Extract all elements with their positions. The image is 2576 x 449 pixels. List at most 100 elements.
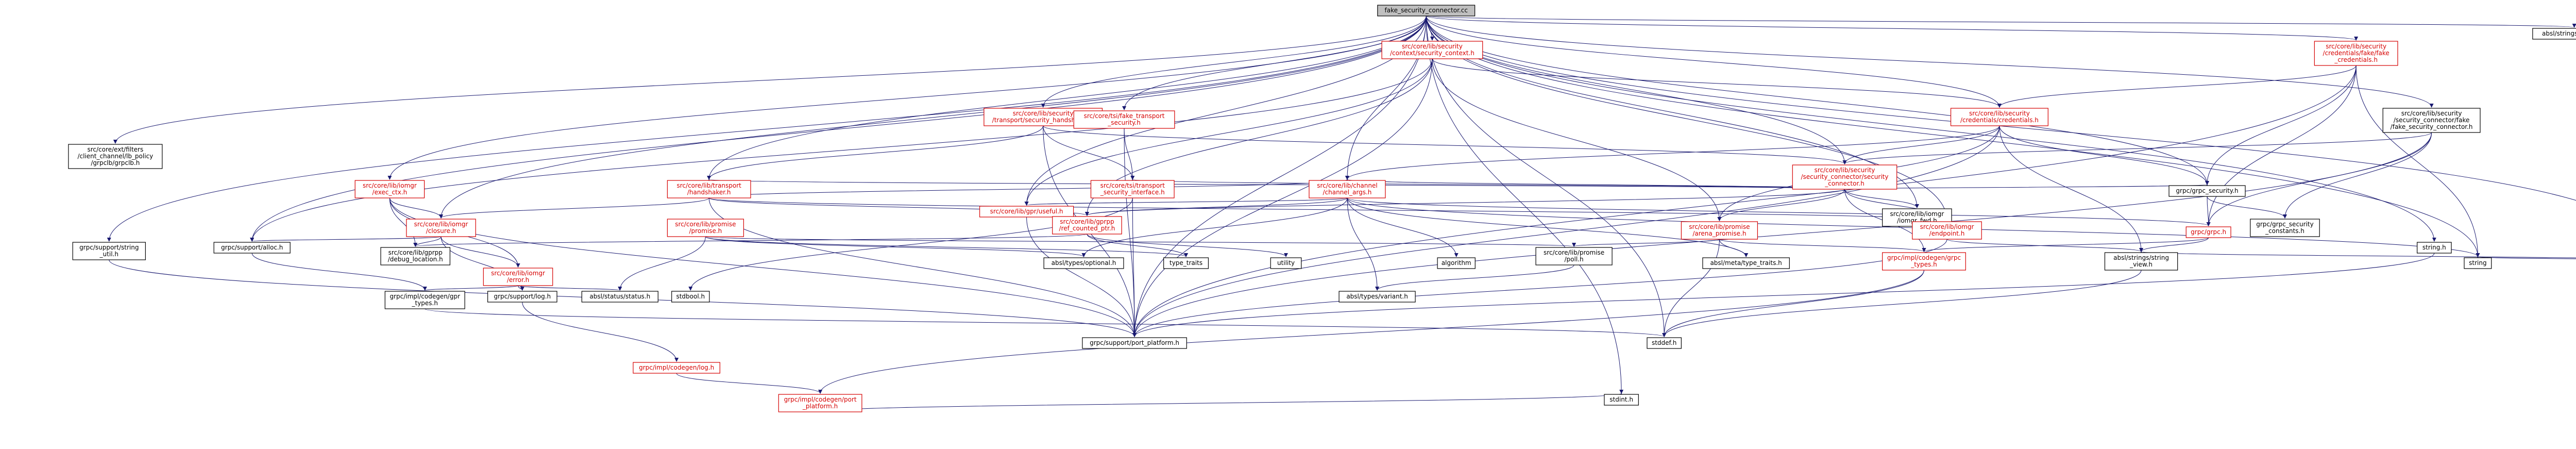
file-node-label: fake_security_connector.cc — [1385, 7, 1468, 14]
file-node[interactable]: src/core/lib/gprpp/ref_counted_ptr.h — [1052, 216, 1122, 235]
file-node[interactable]: absl/strings/string_view.h — [2104, 252, 2178, 271]
file-node-label: stdbool.h — [676, 293, 705, 300]
file-node-box — [2314, 41, 2398, 66]
file-node[interactable]: absl/meta/type_traits.h — [1702, 257, 1790, 269]
file-node[interactable]: grpc/grpc.h — [2185, 226, 2231, 238]
file-node[interactable]: grpc/impl/codegen/log.h — [633, 362, 720, 374]
file-node[interactable]: src/core/lib/security/credentials/fake/f… — [2314, 41, 2398, 66]
file-node[interactable]: src/core/lib/transport/handshaker.h — [667, 180, 751, 198]
file-node[interactable]: grpc/support/string_util.h — [72, 242, 146, 260]
file-node-box — [1073, 110, 1175, 129]
file-node-box — [2464, 257, 2492, 269]
file-node-box — [979, 206, 1074, 218]
file-node-box — [2382, 108, 2481, 133]
file-node[interactable]: stddef.h — [1647, 337, 1682, 349]
file-node-box — [633, 362, 720, 374]
file-node[interactable]: src/core/lib/iomgr/closure.h — [406, 219, 476, 237]
file-node[interactable]: string.h — [2417, 242, 2452, 254]
file-node[interactable]: src/core/lib/security/security_connector… — [1792, 164, 1897, 190]
dependency-edge — [423, 285, 519, 291]
dependency-edge — [440, 236, 520, 268]
file-node-label: absl/status/status.h — [589, 293, 650, 300]
dependency-edge — [1426, 15, 1667, 337]
file-node[interactable]: grpc/grpc_security_constants.h — [2250, 219, 2320, 237]
file-node-label: /fake_security_connector.h — [2391, 123, 2473, 130]
file-node-label: absl/meta/type_traits.h — [1710, 259, 1782, 267]
file-node[interactable]: src/core/lib/gprpp/debug_location.h — [380, 247, 451, 265]
dependency-edge — [1087, 234, 1188, 257]
dependency-edge — [708, 197, 1949, 221]
file-node-box — [2185, 226, 2231, 238]
dependency-edge — [389, 197, 418, 247]
dependency-edge — [389, 197, 444, 219]
file-node[interactable]: src/core/lib/promise/promise.h — [667, 219, 744, 237]
file-node-label: /closure.h — [426, 227, 456, 235]
file-node[interactable]: grpc/impl/codegen/port_platform.h — [778, 394, 862, 412]
file-node[interactable]: src/core/ext/filters/client_channel/lb_p… — [68, 144, 163, 169]
file-node[interactable]: fake_security_connector.cc — [1377, 5, 1476, 16]
file-node[interactable]: absl/types/optional.h — [1043, 257, 1124, 269]
file-node[interactable]: grpc/support/log.h — [487, 291, 557, 303]
file-node[interactable]: src/core/lib/promise/arena_promise.h — [1681, 221, 1758, 240]
file-node-label: grpc/support/log.h — [494, 293, 551, 300]
dependency-edge — [1844, 184, 2209, 190]
file-node[interactable]: src/core/lib/channel/channel_args.h — [1309, 180, 1386, 198]
file-node[interactable]: src/core/lib/security/security_connector… — [2382, 108, 2481, 133]
file-node-box — [1792, 164, 1897, 190]
file-node[interactable]: stdint.h — [1604, 394, 1639, 406]
file-node-label: grpc/grpc_security — [2256, 221, 2314, 228]
dependency-edge — [425, 308, 1666, 337]
file-node-label: grpc/support/string — [79, 244, 139, 251]
file-node[interactable]: grpc/impl/codegen/gpr_types.h — [384, 291, 465, 309]
dependency-edge — [1132, 132, 2432, 337]
file-node[interactable]: grpc/support/alloc.h — [213, 242, 291, 254]
dependency-edge — [2139, 251, 2576, 258]
dependency-edge — [1426, 15, 2480, 257]
dependency-edge — [439, 197, 709, 219]
dependency-edge — [1719, 239, 1926, 252]
dependency-edge — [518, 285, 622, 291]
file-node-label: absl/types/variant.h — [1346, 293, 1408, 300]
file-node[interactable]: src/core/lib/iomgr/error.h — [483, 268, 553, 286]
file-node-box — [487, 291, 557, 303]
dependency-edge — [618, 236, 706, 291]
file-node-label: _types.h — [1910, 261, 1937, 268]
dependency-edge — [1043, 125, 1135, 180]
file-node[interactable]: src/core/lib/promise/poll.h — [1535, 247, 1613, 265]
file-node-label: src/core/lib/security — [1815, 167, 1875, 174]
file-nodes: fake_security_connector.cc src/core/lib/s… — [68, 5, 2576, 412]
dependency-edge — [818, 270, 1924, 394]
file-node[interactable]: src/core/lib/security/credentials/creden… — [1950, 108, 2048, 126]
file-node[interactable]: grpc/support/port_platform.h — [1082, 337, 1187, 349]
file-node[interactable]: src/core/lib/iomgr/exec_ctx.h — [354, 180, 425, 198]
file-node[interactable]: src/core/tsi/fake_transport_security.h — [1073, 110, 1175, 129]
dependency-edge — [1085, 189, 1845, 216]
file-node[interactable]: grpc/grpc_security.h — [2168, 185, 2246, 197]
file-node-label: src/core/lib/channel — [1317, 182, 1377, 189]
file-node[interactable]: algorithm — [1437, 257, 1476, 269]
dependency-edge — [1844, 189, 1919, 208]
file-node[interactable]: absl/strings/str_cat.h — [2532, 28, 2576, 40]
file-node-box — [667, 219, 744, 237]
file-node[interactable]: utility — [1270, 257, 1302, 269]
file-node[interactable]: string — [2464, 257, 2492, 269]
file-node-label: /credentials/fake/fake — [2323, 49, 2389, 57]
dependency-edge — [707, 125, 1044, 180]
file-node[interactable]: src/core/tsi/transport_security_interfac… — [1090, 180, 1175, 198]
file-node[interactable]: src/core/lib/gpr/useful.h — [979, 206, 1074, 218]
dependency-edge — [688, 197, 1133, 291]
file-node[interactable]: src/core/lib/security/context/security_c… — [1381, 41, 1483, 59]
file-node[interactable]: type_traits — [1163, 257, 1209, 269]
file-node-label: _connector.h — [1824, 180, 1864, 187]
dependency-edge — [113, 15, 1427, 144]
file-node[interactable]: src/core/lib/iomgr/endpoint.h — [1912, 221, 1982, 240]
dependency-edge — [2206, 132, 2432, 226]
file-node[interactable]: absl/types/variant.h — [1338, 291, 1416, 303]
dependency-edge — [1024, 58, 1433, 206]
file-node[interactable]: stdbool.h — [671, 291, 710, 303]
file-node[interactable]: absl/status/status.h — [581, 291, 658, 303]
file-node-box — [1270, 257, 1302, 269]
file-node-label: _view.h — [2129, 261, 2153, 268]
file-node-label: /promise.h — [689, 227, 722, 235]
file-node[interactable]: grpc/impl/codegen/grpc_types.h — [1882, 252, 1966, 271]
